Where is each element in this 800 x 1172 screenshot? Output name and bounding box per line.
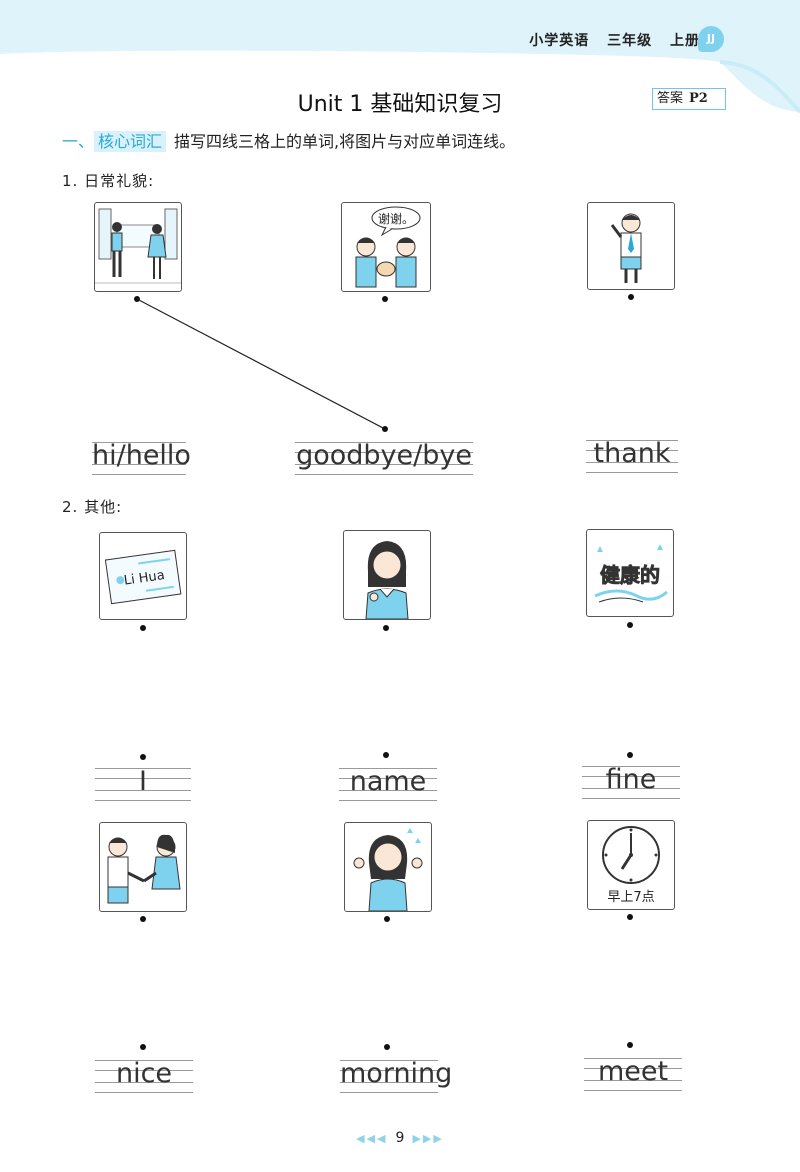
word-morning: morning — [340, 1058, 453, 1089]
picture-handshake[interactable] — [99, 822, 187, 912]
writing-lines[interactable]: thank — [586, 436, 678, 474]
writing-lines[interactable]: fine — [582, 762, 680, 800]
match-dot[interactable] — [627, 1042, 633, 1048]
picture-school-gate[interactable] — [94, 202, 182, 292]
header-subject: 小学英语 — [529, 33, 590, 49]
header-band — [0, 0, 800, 114]
word-meet: meet — [597, 1056, 669, 1087]
picture-name-card[interactable]: Li Hua — [99, 532, 187, 620]
match-dot[interactable] — [140, 625, 146, 631]
match-dot[interactable] — [384, 1044, 390, 1050]
section-heading: 一、核心词汇描写四线三格上的单词,将图片与对应单词连线。 — [62, 128, 515, 152]
picture-thanks[interactable]: 谢谢。 — [341, 202, 431, 292]
match-dot[interactable] — [382, 296, 388, 302]
writing-lines[interactable]: goodbye/bye — [295, 438, 473, 476]
match-dot[interactable] — [140, 916, 146, 922]
header-meta: 小学英语 三年级 上册 — [517, 30, 700, 50]
group-label-1: 1. 日常礼貌: — [62, 172, 155, 190]
word-thank: thank — [593, 438, 671, 469]
group-label-2: 2. 其他: — [62, 498, 123, 516]
match-dot[interactable] — [627, 622, 633, 628]
writing-lines[interactable]: name — [339, 764, 437, 802]
page-title: Unit 1 基础知识复习 — [297, 92, 503, 117]
word-nice: nice — [115, 1058, 173, 1089]
picture-girl-pointing[interactable] — [343, 530, 431, 620]
section-name: 核心词汇 — [94, 131, 167, 152]
match-dot[interactable] — [134, 296, 140, 302]
word-fine: fine — [605, 764, 657, 795]
header-volume: 上册 — [670, 33, 700, 49]
match-dot[interactable] — [140, 754, 146, 760]
word-i: I — [139, 766, 147, 797]
jj-badge: JJ — [698, 26, 724, 52]
picture-health[interactable]: 健康的 — [586, 529, 674, 617]
word-name: name — [349, 766, 427, 797]
match-dot[interactable] — [383, 752, 389, 758]
writing-lines[interactable]: I — [95, 764, 191, 802]
writing-lines[interactable]: meet — [584, 1054, 682, 1092]
match-dot[interactable] — [627, 914, 633, 920]
next-arrows-icon: ▶▶▶ — [412, 1132, 444, 1145]
writing-lines[interactable]: morning — [340, 1056, 453, 1094]
match-dot[interactable] — [383, 625, 389, 631]
section-instruction: 描写四线三格上的单词,将图片与对应单词连线。 — [174, 132, 516, 151]
match-dot[interactable] — [627, 752, 633, 758]
clock-caption: 早上7点 — [607, 890, 654, 905]
prev-arrows-icon: ◀◀◀ — [356, 1132, 388, 1145]
match-dot[interactable] — [140, 1044, 146, 1050]
picture-waving-boy[interactable] — [587, 202, 675, 290]
page-number: 9 — [395, 1130, 405, 1146]
header-grade: 三年级 — [607, 33, 653, 49]
picture-clock[interactable]: 早上7点 — [587, 820, 675, 910]
match-dot[interactable] — [382, 426, 388, 432]
picture-happy-girl[interactable] — [344, 822, 432, 912]
writing-lines[interactable]: hi/hello — [92, 438, 191, 476]
answer-page: P2 — [689, 91, 708, 106]
answer-label: 答案 — [653, 89, 686, 109]
word-goodbye-bye: goodbye/bye — [296, 440, 472, 471]
match-dot[interactable] — [384, 916, 390, 922]
health-text: 健康的 — [600, 563, 660, 587]
match-dot[interactable] — [628, 294, 634, 300]
section-number: 一、 — [62, 132, 95, 151]
name-card-text: Li Hua — [123, 568, 166, 589]
writing-lines[interactable]: nice — [95, 1056, 193, 1094]
page-footer: ◀◀◀ 9 ▶▶▶ — [0, 1130, 800, 1146]
word-hi-hello: hi/hello — [92, 440, 191, 471]
bubble-text: 谢谢。 — [378, 211, 414, 226]
